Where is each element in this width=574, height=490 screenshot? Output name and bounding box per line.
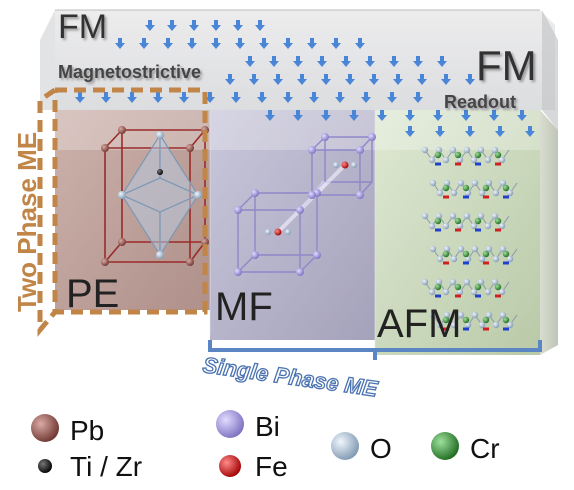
two-phase-label: Two Phase ME bbox=[12, 132, 42, 312]
arrow-icon bbox=[365, 56, 375, 67]
arrow-icon bbox=[179, 92, 189, 103]
readout-label: Readout bbox=[444, 92, 516, 112]
pe-label: PE bbox=[66, 272, 119, 316]
arrow-icon bbox=[283, 92, 293, 103]
arrow-icon bbox=[273, 74, 283, 85]
arrow-icon bbox=[101, 92, 111, 103]
arrow-icon bbox=[211, 20, 221, 31]
arrow-icon bbox=[245, 56, 255, 67]
arrow-icon bbox=[257, 92, 267, 103]
arrow-icon bbox=[309, 92, 319, 103]
arrow-icon bbox=[465, 126, 475, 137]
arrow-icon bbox=[75, 92, 85, 103]
svg-text:Bi: Bi bbox=[255, 411, 280, 442]
arrow-icon bbox=[349, 110, 359, 121]
two-phase-outline bbox=[37, 87, 208, 337]
arrow-icon bbox=[361, 92, 371, 103]
arrow-icon bbox=[255, 20, 265, 31]
afm-label: AFM bbox=[377, 302, 461, 346]
mf-label: MF bbox=[215, 285, 273, 329]
single-phase-bracket bbox=[208, 340, 542, 360]
arrow-icon bbox=[321, 74, 331, 85]
arrow-icon bbox=[437, 56, 447, 67]
arrow-icon bbox=[293, 110, 303, 121]
arrow-icon bbox=[153, 92, 163, 103]
arrow-icon bbox=[369, 74, 379, 85]
arrow-icon bbox=[489, 110, 499, 121]
arrow-icon bbox=[461, 110, 471, 121]
arrow-icon bbox=[413, 56, 423, 67]
svg-text:O: O bbox=[370, 433, 392, 464]
svg-text:Ti / Zr: Ti / Zr bbox=[70, 451, 142, 482]
legend-o: O bbox=[331, 432, 392, 464]
mf-atoms bbox=[234, 133, 376, 276]
arrow-icon bbox=[231, 92, 241, 103]
magnetostrictive-label: Magnetostrictive bbox=[58, 62, 201, 82]
arrow-icon bbox=[393, 74, 403, 85]
arrow-icon bbox=[205, 92, 215, 103]
arrow-icon bbox=[495, 126, 505, 137]
svg-text:Fe: Fe bbox=[255, 451, 288, 482]
legend-cr: Cr bbox=[431, 432, 500, 464]
fm-top-layer bbox=[40, 9, 558, 130]
arrow-icon bbox=[321, 110, 331, 121]
arrow-icon bbox=[341, 56, 351, 67]
arrow-icon bbox=[163, 38, 173, 49]
afm-block bbox=[375, 110, 540, 355]
arrow-icon bbox=[293, 56, 303, 67]
arrow-icon bbox=[189, 20, 199, 31]
legend-pb: Pb bbox=[31, 414, 104, 446]
arrow-icon bbox=[139, 38, 149, 49]
arrow-icon bbox=[235, 38, 245, 49]
arrow-icon bbox=[465, 74, 475, 85]
arrow-icon bbox=[225, 74, 235, 85]
svg-text:Pb: Pb bbox=[70, 415, 104, 446]
arrow-icon bbox=[167, 20, 177, 31]
arrow-icon bbox=[435, 126, 445, 137]
single-phase-label: Single Phase ME bbox=[201, 352, 380, 401]
arrow-icon bbox=[269, 56, 279, 67]
arrow-icon bbox=[377, 110, 387, 121]
svg-text:Cr: Cr bbox=[470, 433, 500, 464]
arrow-icon bbox=[127, 92, 137, 103]
magnetization-arrows bbox=[75, 20, 535, 137]
arrow-icon bbox=[441, 74, 451, 85]
legend: Pb Bi O Cr Ti / Zr Fe bbox=[31, 410, 500, 482]
arrow-icon bbox=[433, 110, 443, 121]
arrow-icon bbox=[405, 110, 415, 121]
slab-side-face bbox=[540, 110, 558, 355]
arrow-icon bbox=[249, 74, 259, 85]
legend-bi: Bi bbox=[216, 410, 280, 442]
afm-crystal-structure bbox=[421, 146, 518, 331]
fm-top-left-label: FM bbox=[58, 8, 107, 46]
arrow-icon bbox=[187, 38, 197, 49]
legend-tizr: Ti / Zr bbox=[38, 451, 142, 482]
arrow-icon bbox=[331, 38, 341, 49]
arrow-icon bbox=[283, 38, 293, 49]
arrow-icon bbox=[335, 92, 345, 103]
arrow-icon bbox=[417, 74, 427, 85]
arrow-icon bbox=[389, 56, 399, 67]
arrow-icon bbox=[115, 38, 125, 49]
arrow-icon bbox=[317, 56, 327, 67]
arrow-icon bbox=[265, 110, 275, 121]
arrow-icon bbox=[525, 126, 535, 137]
pe-crystal-structure bbox=[101, 126, 209, 266]
fm-top-right-label: FM bbox=[476, 42, 537, 89]
arrow-icon bbox=[259, 38, 269, 49]
arrow-icon bbox=[233, 20, 243, 31]
arrow-icon bbox=[517, 110, 527, 121]
arrow-icon bbox=[345, 74, 355, 85]
legend-fe: Fe bbox=[219, 451, 288, 482]
arrow-icon bbox=[307, 38, 317, 49]
arrow-icon bbox=[387, 92, 397, 103]
arrow-icon bbox=[413, 92, 423, 103]
arrow-icon bbox=[145, 20, 155, 31]
arrow-icon bbox=[355, 38, 365, 49]
arrow-icon bbox=[405, 126, 415, 137]
arrow-icon bbox=[211, 38, 221, 49]
arrow-icon bbox=[297, 74, 307, 85]
